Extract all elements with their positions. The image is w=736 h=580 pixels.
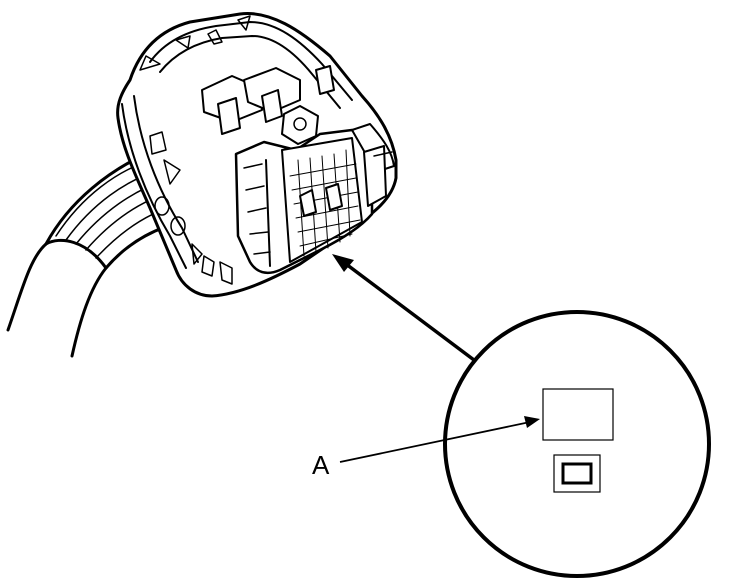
connector-housing (116, 11, 398, 298)
label-area-a (542, 388, 614, 441)
callout-leader-a (339, 416, 540, 463)
label-window-frame (553, 454, 601, 493)
label-window (561, 462, 593, 485)
pointer-arrow (332, 254, 476, 362)
detail-magnifier (443, 310, 711, 578)
callout-label-a: A (312, 450, 330, 480)
